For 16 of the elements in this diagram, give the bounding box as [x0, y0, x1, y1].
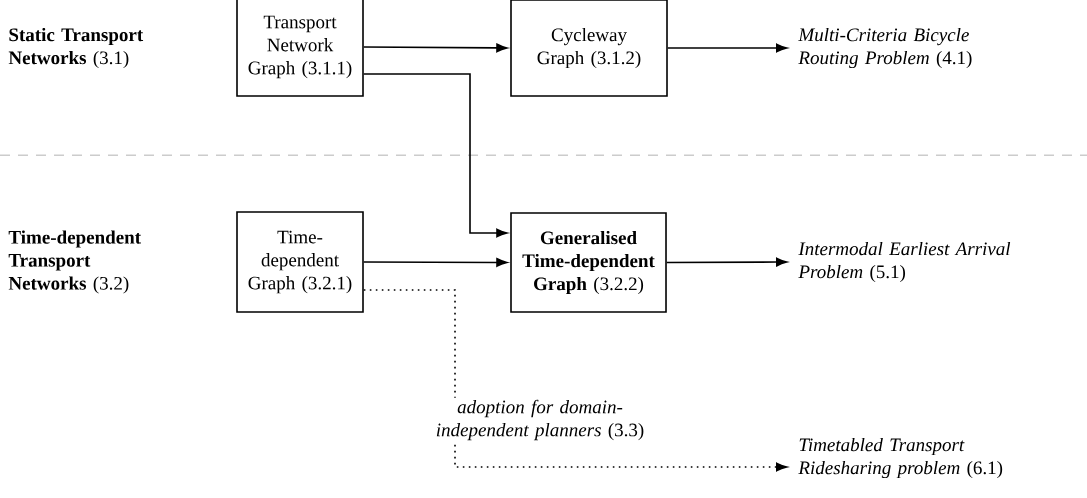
graph-box: Generalised Time-dependent Graph (3.2.2) — [510, 212, 667, 313]
row-heading: Static Transport Networks (3.1) — [8, 27, 144, 69]
arrow — [363, 43, 508, 53]
graph-box: Time-dependent Graph (3.2.1) — [236, 211, 364, 313]
problem-text: Intermodal Earliest Arrival Problem (5.1) — [798, 241, 1011, 283]
row-heading: Time-dependent Transport Networks (3.2) — [8, 230, 141, 294]
edge-label: adoption for domain-independent planners (3.3) — [420, 397, 660, 443]
graph-box: Transport Network Graph (3.1.1) — [236, 0, 364, 97]
problem-text: Multi-Criteria Bicycle Routing Problem (4.1) — [798, 27, 972, 69]
arrow — [363, 258, 508, 267]
arrow — [363, 73, 508, 238]
arrow — [666, 257, 788, 267]
graph-box: Cycleway Graph (3.1.2) — [510, 0, 668, 97]
arrow — [363, 289, 788, 472]
problem-text: Timetabled Transport Ridesharing problem (6.1) — [798, 437, 1003, 479]
arrow — [667, 43, 788, 53]
